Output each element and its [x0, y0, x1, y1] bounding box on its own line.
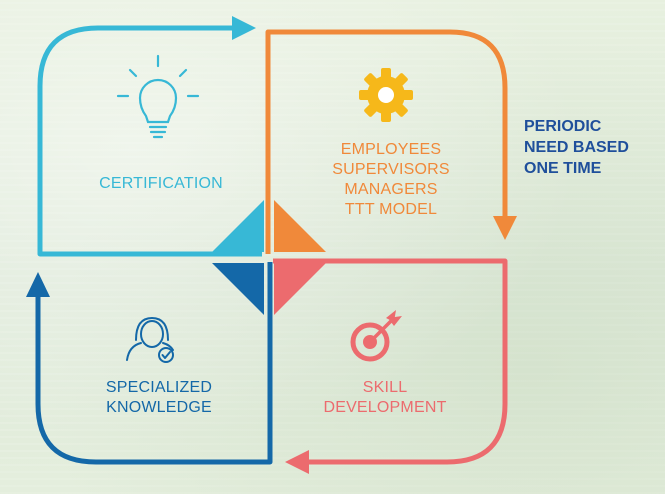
- employees-arrowhead: [493, 216, 517, 240]
- development-line: DEVELOPMENT: [323, 399, 447, 416]
- user-check-icon: [126, 317, 174, 363]
- center-triangle-top-left: [212, 200, 264, 252]
- specialized-arrowhead: [26, 272, 50, 297]
- certification-arrowhead: [232, 16, 256, 40]
- center-triangle-bottom-right: [274, 263, 326, 315]
- gear-icon: [359, 68, 413, 122]
- specialized-line: SPECIALIZED: [105, 379, 213, 396]
- employees-label: EMPLOYEES SUPERVISORS MANAGERS TTT MODEL: [276, 140, 506, 220]
- specialized-knowledge-label: SPECIALIZED KNOWLEDGE: [44, 378, 274, 418]
- frequency-periodic: PERIODIC: [524, 118, 602, 135]
- specialized-frame: [35, 262, 273, 465]
- managers-line: MANAGERS: [344, 181, 438, 198]
- certification-text: CERTIFICATION: [99, 175, 223, 192]
- supervisors-line: SUPERVISORS: [332, 161, 450, 178]
- ttt-model-line: TTT MODEL: [344, 201, 438, 218]
- lightbulb-icon: [116, 54, 200, 139]
- center-triangle-top-right: [274, 200, 326, 252]
- skill-arrowhead: [285, 450, 309, 474]
- skill-frame: [273, 258, 508, 465]
- employees-line: EMPLOYEES: [340, 141, 442, 158]
- frequency-list: PERIODIC NEED BASED ONE TIME: [524, 116, 629, 179]
- frequency-need-based: NEED BASED: [524, 139, 629, 156]
- center-triangle-bottom-left: [212, 263, 264, 315]
- employees-frame: [265, 29, 508, 254]
- certification-frame: [37, 25, 262, 257]
- certification-label: CERTIFICATION: [56, 174, 266, 194]
- knowledge-line: KNOWLEDGE: [106, 399, 212, 416]
- target-icon: [350, 310, 402, 362]
- skill-development-label: SKILL DEVELOPMENT: [290, 378, 480, 418]
- skill-line: SKILL: [362, 379, 408, 396]
- frequency-one-time: ONE TIME: [524, 160, 602, 177]
